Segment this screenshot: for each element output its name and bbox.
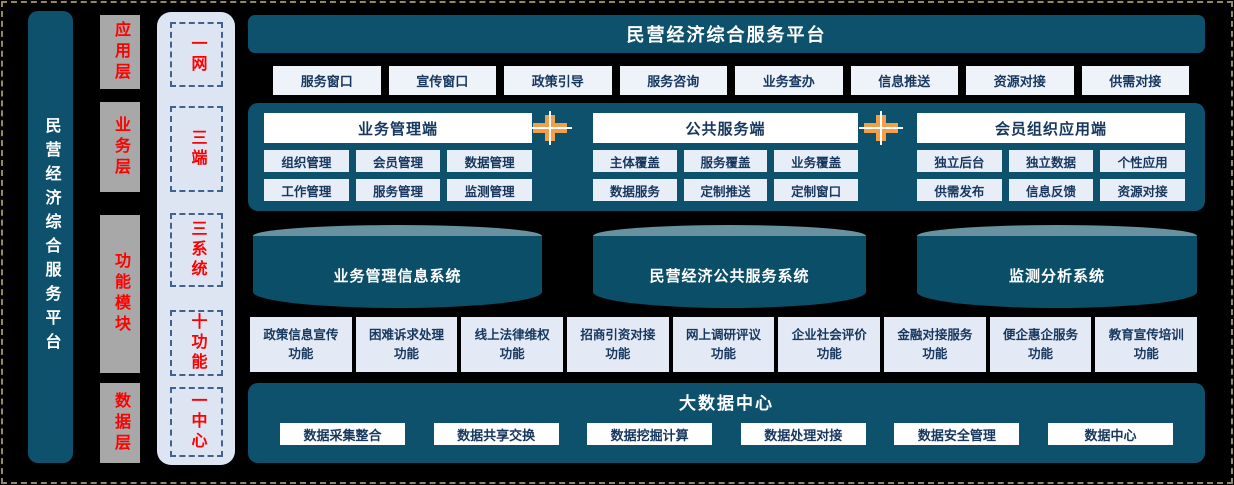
terminal-title: 会员组织应用端 xyxy=(917,113,1185,143)
terminal-item: 信息反馈 xyxy=(1008,179,1094,201)
dc-data-mining: 数据挖掘计算 xyxy=(587,423,713,445)
dc-data-collection: 数据采集整合 xyxy=(280,423,405,445)
concept-label: 三端 xyxy=(188,129,206,169)
system-label: 业务管理信息系统 xyxy=(333,267,462,285)
terminal-title: 业务管理端 xyxy=(264,113,532,143)
app-box-publicity-window: 宣传窗口 xyxy=(388,66,496,95)
terminal-items-grid: 独立后台 独立数据 个性应用 供需发布 信息反馈 资源对接 xyxy=(917,150,1185,201)
big-data-center-panel: 大数据中心 数据采集整合 数据共享交换 数据挖掘计算 数据处理对接 数据安全管理… xyxy=(248,383,1205,463)
cylinder-business-management-system: 业务管理信息系统 xyxy=(253,225,542,308)
function-enterprise-evaluation: 企业社会评价 功能 xyxy=(778,317,881,372)
dc-data-processing: 数据处理对接 xyxy=(740,423,866,445)
terminal-title: 公共服务端 xyxy=(593,113,858,143)
function-online-legal: 线上法律维权 功能 xyxy=(461,317,564,372)
concept-label: 十功能 xyxy=(188,313,206,373)
plus-icon xyxy=(859,111,903,145)
terminal-item: 数据服务 xyxy=(593,179,677,201)
terminal-item: 供需发布 xyxy=(917,179,1002,201)
platform-banner-title: 民营经济综合服务平台 xyxy=(248,15,1205,53)
concept-three-systems: 三系统 xyxy=(170,213,223,287)
terminal-item: 工作管理 xyxy=(264,179,349,201)
function-online-survey: 网上调研评议 功能 xyxy=(672,317,775,372)
cylinder-body: 民营经济公共服务系统 xyxy=(593,236,866,308)
big-data-center-title: 大数据中心 xyxy=(679,394,774,413)
terminal-item: 定制推送 xyxy=(683,179,768,201)
terminal-item: 服务管理 xyxy=(355,179,441,201)
terminal-item: 会员管理 xyxy=(355,150,441,172)
terminal-item: 独立后台 xyxy=(917,150,1002,172)
layer-business: 业务层 xyxy=(100,102,140,192)
terminal-item: 定制窗口 xyxy=(774,179,858,201)
terminal-item: 服务覆盖 xyxy=(683,150,768,172)
function-investment-docking: 招商引资对接 功能 xyxy=(567,317,669,372)
dc-data-security: 数据安全管理 xyxy=(894,423,1020,445)
terminal-public-service: 公共服务端 主体覆盖 服务覆盖 业务覆盖 数据服务 定制推送 定制窗口 xyxy=(593,103,858,211)
app-box-info-push: 信息推送 xyxy=(850,66,958,95)
terminal-item: 监测管理 xyxy=(447,179,532,201)
terminal-member-organization: 会员组织应用端 独立后台 独立数据 个性应用 供需发布 信息反馈 资源对接 xyxy=(917,103,1185,211)
terminal-items-grid: 组织管理 会员管理 数据管理 工作管理 服务管理 监测管理 xyxy=(264,150,532,201)
app-box-resource-docking: 资源对接 xyxy=(966,66,1074,95)
terminal-items-grid: 主体覆盖 服务覆盖 业务覆盖 数据服务 定制推送 定制窗口 xyxy=(593,150,858,201)
ten-functions-row: 政策信息宣传 功能 困难诉求处理 功能 线上法律维权 功能 招商引资对接 功能 … xyxy=(250,317,1198,372)
application-layer-row: 服务窗口 宣传窗口 政策引导 服务咨询 业务查办 信息推送 资源对接 供需对接 xyxy=(248,66,1205,95)
app-box-business-inquiry: 业务查办 xyxy=(735,66,843,95)
concept-column-panel: 一网 三端 三系统 十功能 一中心 xyxy=(157,12,235,465)
concept-label: 三系统 xyxy=(188,220,206,280)
dc-data-center: 数据中心 xyxy=(1047,423,1173,445)
layer-application: 应用层 xyxy=(100,15,140,89)
app-box-service-consulting: 服务咨询 xyxy=(619,66,727,95)
dc-data-sharing: 数据共享交换 xyxy=(433,423,559,445)
app-box-service-window: 服务窗口 xyxy=(273,66,381,95)
terminal-item: 业务覆盖 xyxy=(774,150,858,172)
concept-label: 一中心 xyxy=(188,392,206,452)
cylinder-public-service-system: 民营经济公共服务系统 xyxy=(593,225,866,308)
layer-function-module: 功能模块 xyxy=(100,215,140,373)
function-education-training: 教育宣传培训 功能 xyxy=(1095,317,1198,372)
system-label: 监测分析系统 xyxy=(1008,267,1105,285)
concept-three-terminals: 三端 xyxy=(170,106,223,192)
terminal-business-management: 业务管理端 组织管理 会员管理 数据管理 工作管理 服务管理 监测管理 xyxy=(264,103,532,211)
concept-one-network: 一网 xyxy=(170,22,223,87)
terminal-item: 组织管理 xyxy=(264,150,349,172)
concept-ten-functions: 十功能 xyxy=(170,310,223,376)
cylinder-body: 业务管理信息系统 xyxy=(253,236,542,308)
concept-label: 一网 xyxy=(188,34,206,75)
function-policy-info: 政策信息宣传 功能 xyxy=(250,317,352,372)
terminal-item: 主体覆盖 xyxy=(593,150,677,172)
data-center-items-row: 数据采集整合 数据共享交换 数据挖掘计算 数据处理对接 数据安全管理 数据中心 xyxy=(248,423,1205,445)
function-finance-docking: 金融对接服务 功能 xyxy=(884,317,986,372)
terminal-item: 数据管理 xyxy=(447,150,532,172)
function-enterprise-benefit: 便企惠企服务 功能 xyxy=(989,317,1092,372)
terminal-item: 独立数据 xyxy=(1008,150,1094,172)
concept-one-center: 一中心 xyxy=(170,387,223,457)
cylinder-monitoring-analysis-system: 监测分析系统 xyxy=(917,225,1197,308)
terminal-item: 资源对接 xyxy=(1100,179,1185,201)
layer-label: 业务层 xyxy=(112,115,129,179)
platform-vertical-title-bar: 民营经济综合服务平台 xyxy=(28,11,73,463)
app-box-policy-guidance: 政策引导 xyxy=(504,66,612,95)
layer-label: 功能模块 xyxy=(112,252,129,336)
layer-data: 数据层 xyxy=(100,383,140,463)
layer-label: 数据层 xyxy=(112,391,129,455)
app-box-supply-demand-docking: 供需对接 xyxy=(1081,66,1189,95)
three-terminals-panel: 业务管理端 组织管理 会员管理 数据管理 工作管理 服务管理 监测管理 公共服务… xyxy=(248,103,1205,211)
platform-vertical-title: 民营经济综合服务平台 xyxy=(42,117,60,357)
layer-label: 应用层 xyxy=(112,20,129,84)
function-difficulty-appeal: 困难诉求处理 功能 xyxy=(355,317,458,372)
plus-icon xyxy=(528,111,572,145)
system-label: 民营经济公共服务系统 xyxy=(649,267,810,285)
terminal-item: 个性应用 xyxy=(1100,150,1185,172)
cylinder-body: 监测分析系统 xyxy=(917,236,1197,308)
